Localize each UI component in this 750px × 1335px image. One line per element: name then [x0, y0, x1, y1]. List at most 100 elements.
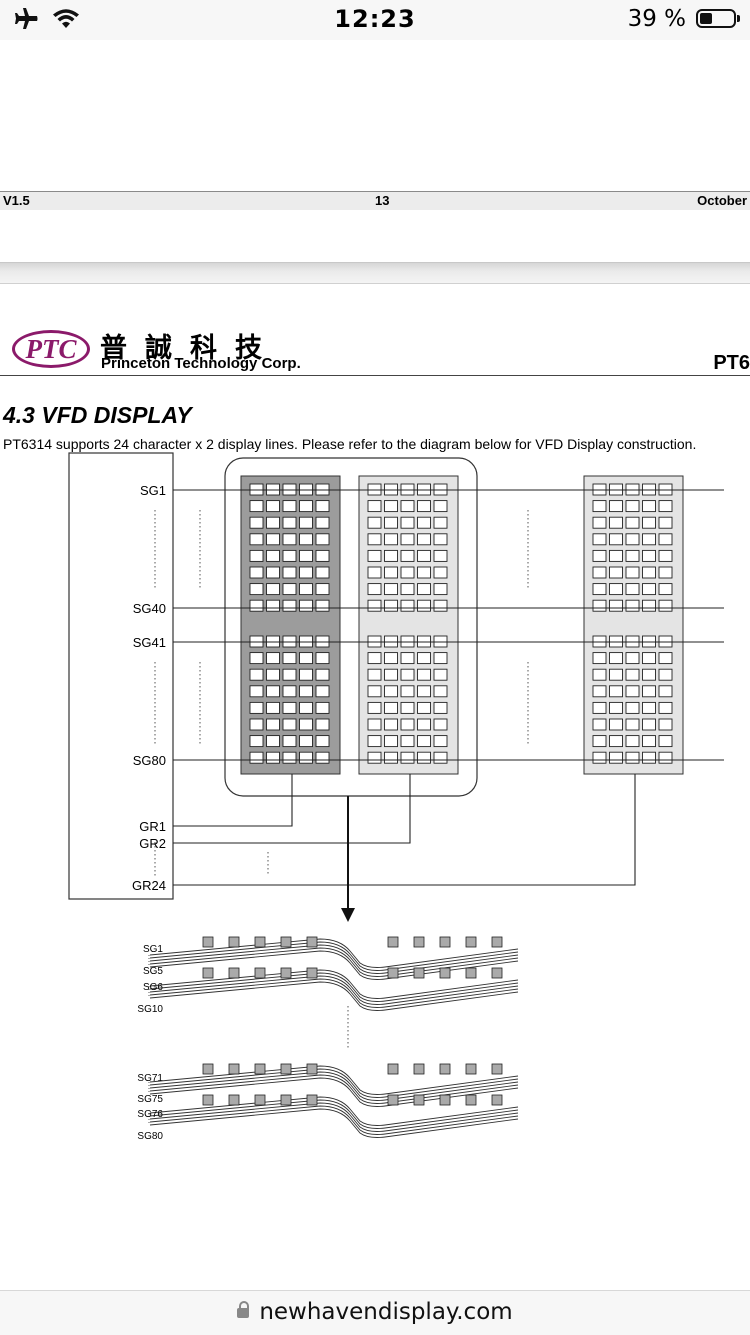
dot-cell — [625, 549, 640, 562]
dot-cell — [417, 685, 431, 698]
dot-cell — [299, 516, 313, 529]
segment-electrode — [254, 967, 266, 979]
dot-cell — [315, 549, 330, 562]
dot-cell — [367, 583, 382, 596]
dot-cell — [299, 685, 313, 698]
ptc-logo: PTC — [12, 330, 90, 368]
dot-cell — [400, 500, 415, 513]
dot-cell — [433, 533, 448, 546]
dot-cell — [384, 652, 398, 665]
dot-cell — [384, 549, 398, 562]
dot-cell — [592, 533, 607, 546]
segment-electrode — [306, 936, 318, 948]
dot-cell — [266, 668, 280, 681]
dot-cell — [642, 668, 656, 681]
dot-cell — [592, 701, 607, 714]
dot-cell — [400, 735, 415, 748]
battery-percent: 39 % — [627, 6, 686, 32]
vfd-display-diagram: SG1SG40SG41SG80GR1GR2GR24SG1SG5SG6SG10SG… — [68, 452, 724, 1142]
dot-cell — [367, 718, 382, 731]
dot-cell — [367, 668, 382, 681]
dot-cell — [658, 566, 673, 579]
dot-cell — [282, 583, 297, 596]
segment-electrode — [413, 967, 425, 979]
dot-cell — [315, 516, 330, 529]
dot-cell — [417, 549, 431, 562]
segment-wire — [149, 1102, 519, 1132]
dot-cell — [384, 668, 398, 681]
dot-cell — [609, 751, 623, 764]
segment-electrode — [439, 1094, 451, 1106]
segment-wire — [149, 978, 519, 1008]
dot-cell — [658, 718, 673, 731]
grid-group-outline — [224, 457, 478, 797]
segment-label: SG1 — [140, 483, 166, 498]
dot-cell — [417, 701, 431, 714]
dot-cell — [609, 516, 623, 529]
dot-cell — [417, 668, 431, 681]
detail-segment-label: SG5 — [143, 966, 163, 977]
dot-cell — [384, 599, 398, 612]
dot-cell — [433, 599, 448, 612]
dot-cell — [592, 500, 607, 513]
dot-cell — [625, 533, 640, 546]
grid-label: GR2 — [139, 836, 166, 851]
dot-cell — [592, 685, 607, 698]
detail-segment-label: SG6 — [143, 982, 163, 993]
dot-cell — [642, 500, 656, 513]
dot-cell — [367, 533, 382, 546]
segment-wire — [149, 981, 519, 1011]
url-text[interactable]: newhavendisplay.com — [259, 1299, 513, 1325]
segment-electrode — [280, 936, 292, 948]
detail-segment-label: SG76 — [137, 1109, 163, 1120]
dot-cell — [658, 583, 673, 596]
dot-cell — [592, 583, 607, 596]
dot-cell — [400, 652, 415, 665]
segment-electrode — [202, 1063, 214, 1075]
dot-cell — [299, 583, 313, 596]
dot-cell — [609, 685, 623, 698]
segment-electrode — [306, 967, 318, 979]
status-time: 12:23 — [334, 5, 416, 33]
dot-cell — [609, 668, 623, 681]
dot-cell — [417, 652, 431, 665]
segment-electrode — [228, 967, 240, 979]
dot-cell — [642, 735, 656, 748]
dot-cell — [384, 533, 398, 546]
dot-cell — [609, 701, 623, 714]
dot-cell — [642, 516, 656, 529]
segment-wire — [149, 1096, 519, 1126]
segment-electrode — [228, 1063, 240, 1075]
dot-cell — [658, 685, 673, 698]
dot-cell — [282, 599, 297, 612]
dot-cell — [315, 718, 330, 731]
segment-electrode — [439, 967, 451, 979]
dot-cell — [417, 735, 431, 748]
dot-cell — [266, 735, 280, 748]
dot-cell — [658, 549, 673, 562]
dot-cell — [433, 566, 448, 579]
dot-cell — [592, 599, 607, 612]
dot-cell — [400, 701, 415, 714]
dot-cell — [642, 701, 656, 714]
dot-cell — [592, 516, 607, 529]
dot-cell — [282, 735, 297, 748]
segment-electrode — [491, 936, 503, 948]
segment-electrode — [228, 936, 240, 948]
dot-cell — [315, 751, 330, 764]
dot-cell — [266, 533, 280, 546]
segment-wire — [149, 975, 519, 1005]
dot-cell — [367, 516, 382, 529]
dot-cell — [433, 500, 448, 513]
dot-cell — [249, 685, 264, 698]
browser-address-bar[interactable]: newhavendisplay.com — [0, 1290, 750, 1335]
dot-cell — [609, 500, 623, 513]
dot-cell — [658, 652, 673, 665]
segment-electrode — [306, 1094, 318, 1106]
dot-cell — [609, 533, 623, 546]
dot-cell — [384, 516, 398, 529]
segment-wire — [149, 1099, 519, 1129]
dot-cell — [282, 701, 297, 714]
dot-cell — [625, 516, 640, 529]
segment-wire — [149, 944, 519, 974]
